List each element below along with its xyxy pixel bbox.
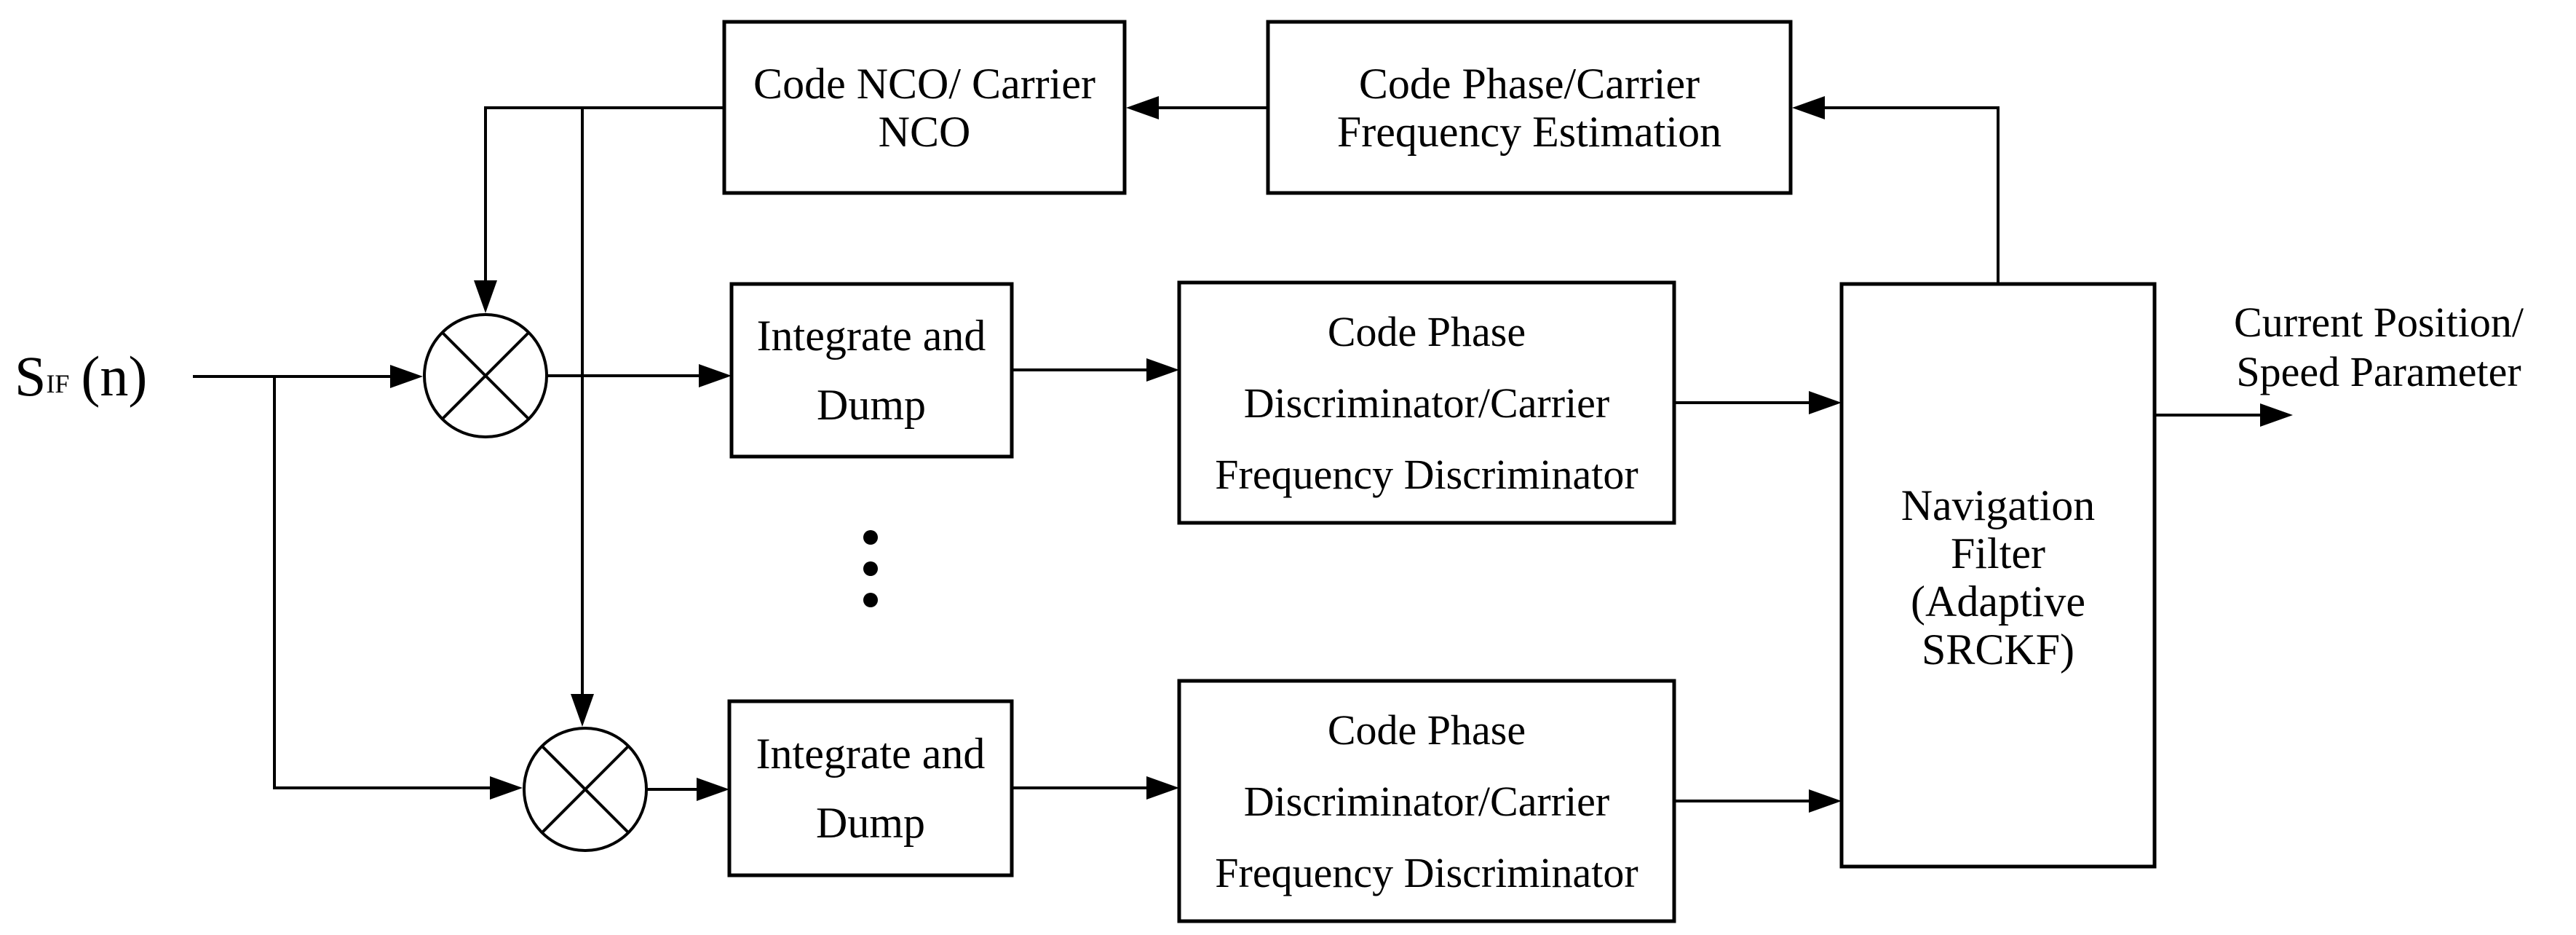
- arrowheads: [390, 96, 2293, 813]
- discriminator-top-label-line1: Code Phase: [1328, 308, 1526, 355]
- nav-filter-label-line2: Filter: [1951, 529, 2045, 577]
- output-label: Current Position/ Speed Parameter: [2234, 299, 2524, 395]
- discriminator-top-box: [1177, 280, 1676, 525]
- output-label-line1: Current Position/: [2234, 299, 2524, 346]
- arrowhead-into-discriminator-bottom: [1146, 776, 1179, 800]
- discriminator-bottom-label-line2: Discriminator/Carrier: [1244, 778, 1610, 825]
- arrowhead-into-nav-bottom: [1809, 789, 1842, 813]
- arrowhead-into-code-nco: [1126, 96, 1159, 119]
- block-integrate-top: Integrate and Dump: [729, 282, 1014, 459]
- estimation-label-line1: Code Phase/Carrier: [1359, 60, 1700, 108]
- code-nco-box: [722, 20, 1127, 195]
- code-nco-label-line2: NCO: [879, 108, 971, 156]
- integrate-top-label-line2: Dump: [817, 381, 926, 429]
- discriminator-top-label-line3: Frequency Discriminator: [1215, 451, 1638, 498]
- integrate-bottom-box: [727, 699, 1014, 877]
- vertical-ellipsis-dot: [863, 593, 878, 607]
- block-nav-filter: Navigation Filter (Adaptive SRCKF): [1839, 282, 2157, 869]
- integrate-bottom-label-line2: Dump: [816, 799, 925, 847]
- estimation-box: [1266, 20, 1793, 195]
- mixer-icon-top: [423, 313, 548, 438]
- vertical-ellipsis: [863, 530, 878, 607]
- arrowhead-output: [2260, 403, 2293, 427]
- mixer-bottom-x-stroke2: [541, 745, 630, 834]
- estimation-label-line2: Frequency Estimation: [1337, 108, 1721, 156]
- flow-lines: [193, 106, 2261, 802]
- discriminator-bottom-box: [1177, 679, 1676, 923]
- arrowhead-into-nav-top: [1809, 391, 1842, 414]
- block-discriminator-top: Code Phase Discriminator/Carrier Frequen…: [1177, 280, 1676, 525]
- nav-filter-label-line1: Navigation: [1901, 481, 2096, 529]
- discriminator-bottom-label-line3: Frequency Discriminator: [1215, 849, 1638, 896]
- block-code-nco: Code NCO/ Carrier NCO: [722, 20, 1127, 195]
- discriminator-bottom-label-line1: Code Phase: [1328, 706, 1526, 754]
- nav-filter-box: [1839, 282, 2157, 869]
- input-signal-suffix: (n): [81, 344, 147, 408]
- discriminator-top-label-line2: Discriminator/Carrier: [1244, 379, 1610, 427]
- arrowhead-into-estimation: [1792, 96, 1825, 119]
- block-integrate-bottom: Integrate and Dump: [727, 699, 1014, 877]
- arrowhead-down-mixer-top: [474, 280, 497, 313]
- input-signal-base: S: [15, 344, 46, 408]
- input-branch-line: [273, 376, 491, 789]
- mixer-top-x-stroke2: [441, 331, 530, 420]
- nav-filter-label-line4: SRCKF): [1922, 626, 2074, 674]
- vertical-ellipsis-dot: [863, 530, 878, 545]
- block-estimation: Code Phase/Carrier Frequency Estimation: [1266, 20, 1793, 195]
- arrowhead-into-integrate-top: [699, 364, 732, 387]
- vertical-ellipsis-dot: [863, 561, 878, 576]
- integrate-top-label-line1: Integrate and: [757, 312, 986, 360]
- integrate-bottom-label-line1: Integrate and: [756, 730, 986, 778]
- input-signal-label: SIF (n): [15, 344, 147, 408]
- arrowhead-down-mixer-bottom: [571, 694, 594, 727]
- arrowhead-into-mixer-top: [390, 365, 423, 388]
- mixer-icon-bottom: [523, 727, 648, 852]
- arrowhead-into-integrate-bottom: [697, 778, 729, 801]
- code-nco-label-line1: Code NCO/ Carrier: [753, 60, 1095, 108]
- block-discriminator-bottom: Code Phase Discriminator/Carrier Frequen…: [1177, 679, 1676, 923]
- input-signal-subscript: IF: [46, 369, 69, 398]
- nav-feedback-line: [1824, 106, 2000, 284]
- arrowhead-into-mixer-bottom: [490, 776, 523, 800]
- arrowhead-into-discriminator-top: [1146, 358, 1179, 382]
- nav-filter-label-line3: (Adaptive: [1911, 577, 2085, 626]
- integrate-top-box: [729, 282, 1014, 459]
- output-label-line2: Speed Parameter: [2236, 348, 2521, 395]
- nco-to-mixer-top-line: [484, 106, 724, 281]
